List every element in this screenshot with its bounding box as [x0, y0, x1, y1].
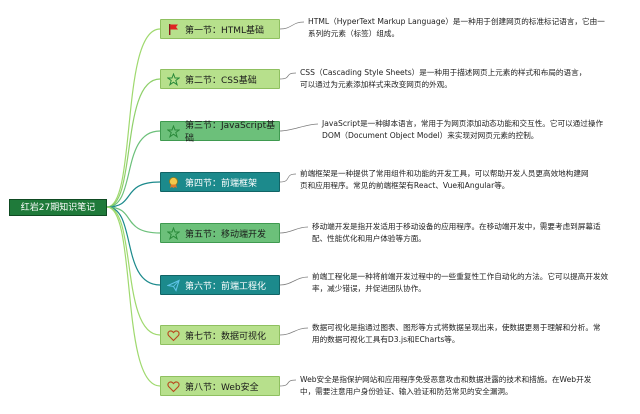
heart-icon — [167, 329, 180, 342]
section-node-1[interactable]: 第一节：HTML基础 — [160, 19, 280, 39]
branch-line-6 — [106, 206, 161, 286]
section-label: 第五节：移动端开发 — [185, 229, 267, 240]
branch-line-3 — [106, 130, 161, 208]
section-label: 第六节：前端工程化 — [185, 281, 267, 292]
branch-lines — [106, 28, 161, 387]
section-label: 第一节：HTML基础 — [185, 25, 265, 36]
leader-line-8 — [279, 379, 297, 387]
section-node-2[interactable]: 第二节：CSS基础 — [160, 69, 280, 89]
leader-line-3 — [279, 123, 319, 132]
section-description-3: JavaScript是一种脚本语言，常用于为网页添加动态功能和交互性。它可以通过… — [322, 119, 604, 140]
leader-line-2 — [279, 72, 297, 80]
section-description-5: 移动端开发是指开发适用于移动设备的应用程序。在移动端开发中，需要考虑到屏幕适配、… — [312, 222, 601, 243]
section-label: 第八节：Web安全 — [185, 382, 259, 393]
section-label: 第四节：前端框架 — [185, 178, 258, 189]
section-description-7: 数据可视化是指通过图表、图形等方式将数据呈现出来，使数据更易于理解和分析。常用的… — [312, 323, 601, 344]
section-description-6: 前端工程化是一种将前端开发过程中的一些重复性工作自动化的方法。它可以提高开发效率… — [312, 272, 609, 293]
send-icon — [167, 278, 180, 292]
branch-line-4 — [106, 181, 161, 208]
section-node-6[interactable]: 第六节：前端工程化 — [160, 275, 280, 295]
leader-line-4 — [279, 173, 297, 183]
section-description-1: HTML（HyperText Markup Language）是一种用于创建网页… — [308, 17, 605, 38]
branch-line-2 — [106, 78, 161, 208]
root-node[interactable]: 红岩27期知识笔记 — [9, 199, 107, 216]
branch-line-7 — [106, 206, 161, 336]
star-icon — [167, 124, 180, 138]
section-description-2: CSS（Cascading Style Sheets）是一种用于描述网页上元素的… — [300, 68, 587, 89]
section-node-7[interactable]: 第七节：数据可视化 — [160, 325, 280, 345]
section-label: 第二节：CSS基础 — [185, 75, 257, 86]
star-icon — [167, 226, 180, 240]
heart-icon — [167, 380, 180, 393]
section-description-8: Web安全是指保护网站和应用程序免受恶意攻击和数据泄露的技术和措施。在Web开发… — [300, 375, 592, 396]
section-node-4[interactable]: 第四节：前端框架 — [160, 172, 280, 192]
section-label: 第七节：数据可视化 — [185, 331, 267, 342]
section-node-5[interactable]: 第五节：移动端开发 — [160, 223, 280, 243]
section-label: 第三节：JavaScript基础 — [185, 121, 276, 144]
leader-line-6 — [279, 276, 309, 286]
leader-line-5 — [279, 226, 309, 234]
badge-icon — [167, 176, 180, 189]
section-node-8[interactable]: 第八节：Web安全 — [160, 376, 280, 396]
section-description-4: 前端框架是一种提供了常用组件和功能的开发工具，可以帮助开发人员更高效地构建网页和… — [300, 169, 589, 190]
leader-line-1 — [279, 21, 305, 30]
branch-line-1 — [106, 28, 161, 208]
star-icon — [167, 72, 180, 86]
leader-lines — [279, 21, 319, 387]
red-flag-icon — [167, 23, 180, 36]
leader-line-7 — [279, 327, 309, 336]
branch-line-8 — [106, 206, 161, 387]
section-node-3[interactable]: 第三节：JavaScript基础 — [160, 121, 280, 144]
branch-line-5 — [106, 206, 161, 234]
